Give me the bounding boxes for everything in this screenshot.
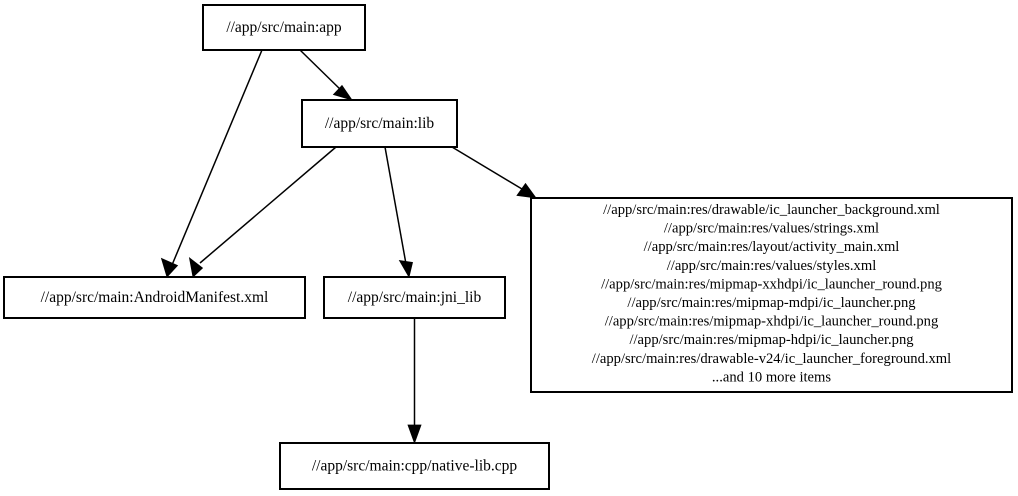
edge-lib-to-android-manifest xyxy=(188,146,337,278)
arrowhead-icon xyxy=(398,259,413,279)
node-lib[interactable]: //app/src/main:lib xyxy=(301,99,458,148)
node-box[interactable] xyxy=(3,276,306,319)
node-box[interactable] xyxy=(301,99,458,148)
resource-line: //app/src/main:res/values/styles.xml xyxy=(667,258,877,274)
resource-line: //app/src/main:res/mipmap-hdpi/ic_launch… xyxy=(629,332,914,348)
node-label: //app/src/main:app xyxy=(226,19,342,36)
edge-line xyxy=(199,146,337,264)
edge-app-to-android-manifest xyxy=(160,49,263,278)
edge-lib-to-resources xyxy=(451,146,537,199)
edge-layer xyxy=(160,49,537,445)
arrowhead-icon xyxy=(332,84,353,101)
resource-line: //app/src/main:res/values/strings.xml xyxy=(664,221,879,237)
node-label: //app/src/main:lib xyxy=(325,115,435,132)
node-layer: //app/src/main:app //app/src/main:lib //… xyxy=(3,4,1013,490)
resource-line: //app/src/main:res/mipmap-xhdpi/ic_launc… xyxy=(605,314,939,330)
node-box[interactable] xyxy=(530,197,1013,393)
edge-line xyxy=(299,49,345,94)
edge-lib-to-jni-lib xyxy=(384,146,413,279)
edge-jni-lib-to-native-lib-cpp xyxy=(407,318,422,445)
node-app[interactable]: //app/src/main:app xyxy=(202,4,366,51)
node-label: //app/src/main:jni_lib xyxy=(348,289,482,306)
edge-app-to-lib xyxy=(299,49,353,101)
resource-line: //app/src/main:res/mipmap-xxhdpi/ic_laun… xyxy=(601,276,943,292)
arrowhead-icon xyxy=(160,257,179,278)
node-native-lib-cpp[interactable]: //app/src/main:cpp/native-lib.cpp xyxy=(279,442,550,490)
arrowhead-icon xyxy=(516,182,537,199)
arrowhead-icon xyxy=(188,257,204,278)
resource-line: //app/src/main:res/layout/activity_main.… xyxy=(644,239,900,255)
resource-line: //app/src/main:res/drawable-v24/ic_launc… xyxy=(592,351,951,367)
node-label: //app/src/main:AndroidManifest.xml xyxy=(41,289,269,306)
resource-line: //app/src/main:res/drawable/ic_launcher_… xyxy=(603,202,940,218)
node-label: //app/src/main:cpp/native-lib.cpp xyxy=(312,458,518,475)
node-resources-list[interactable]: //app/src/main:res/drawable/ic_launcher_… xyxy=(530,197,1013,393)
edge-line xyxy=(384,146,407,265)
edge-line xyxy=(451,146,528,193)
arrowhead-icon xyxy=(407,424,422,445)
edge-line xyxy=(171,49,263,266)
node-box[interactable] xyxy=(323,276,506,319)
node-jni-lib[interactable]: //app/src/main:jni_lib xyxy=(323,276,506,319)
node-box[interactable] xyxy=(279,442,550,490)
resource-line: ...and 10 more items xyxy=(712,369,831,385)
node-box[interactable] xyxy=(202,4,366,51)
resource-line: //app/src/main:res/mipmap-mdpi/ic_launch… xyxy=(627,295,916,311)
resource-line-group: //app/src/main:res/drawable/ic_launcher_… xyxy=(592,202,951,385)
node-android-manifest[interactable]: //app/src/main:AndroidManifest.xml xyxy=(3,276,306,319)
